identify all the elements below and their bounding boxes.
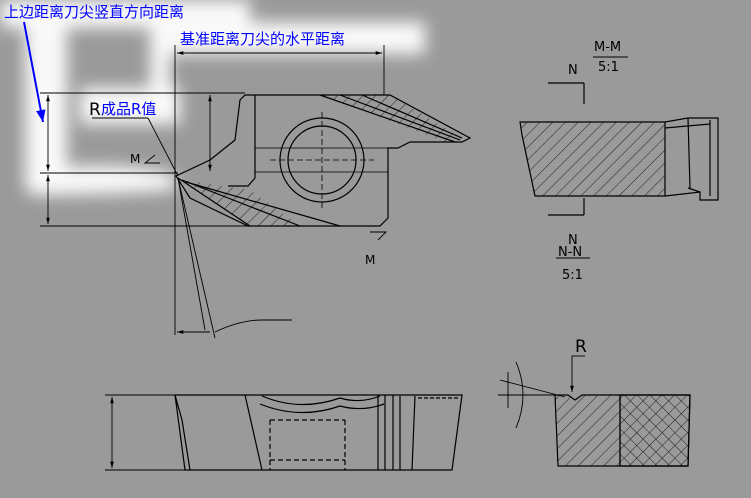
section-m-label-bottom: M xyxy=(365,253,375,267)
annotation-top-edge-distance: 上边距离刀尖竖直方向距离 xyxy=(4,3,184,21)
main-view xyxy=(175,94,472,227)
annotation-horizontal-distance: 基准距离刀尖的水平距离 xyxy=(180,30,345,48)
section-nn-title: N-N xyxy=(558,245,582,260)
front-view xyxy=(105,394,463,471)
section-nn-scale: 5:1 xyxy=(562,268,583,283)
detail-radius-symbol: R xyxy=(575,337,587,357)
annotation-radius-symbol: R xyxy=(89,100,101,120)
section-n-label-bottom: N xyxy=(568,233,578,248)
annotation-finished-radius: 成品R值 xyxy=(101,100,156,118)
section-n-label-top: N xyxy=(568,63,578,78)
main-dimensions xyxy=(40,45,388,339)
section-m-label-top: M xyxy=(130,152,140,166)
section-mm-view xyxy=(519,56,719,259)
section-mm-title: M-M xyxy=(594,40,621,55)
main-view-hatch xyxy=(182,95,462,226)
section-mm-scale: 5:1 xyxy=(598,60,619,75)
annotation-arrow xyxy=(23,21,46,123)
section-nn-view xyxy=(498,355,691,467)
